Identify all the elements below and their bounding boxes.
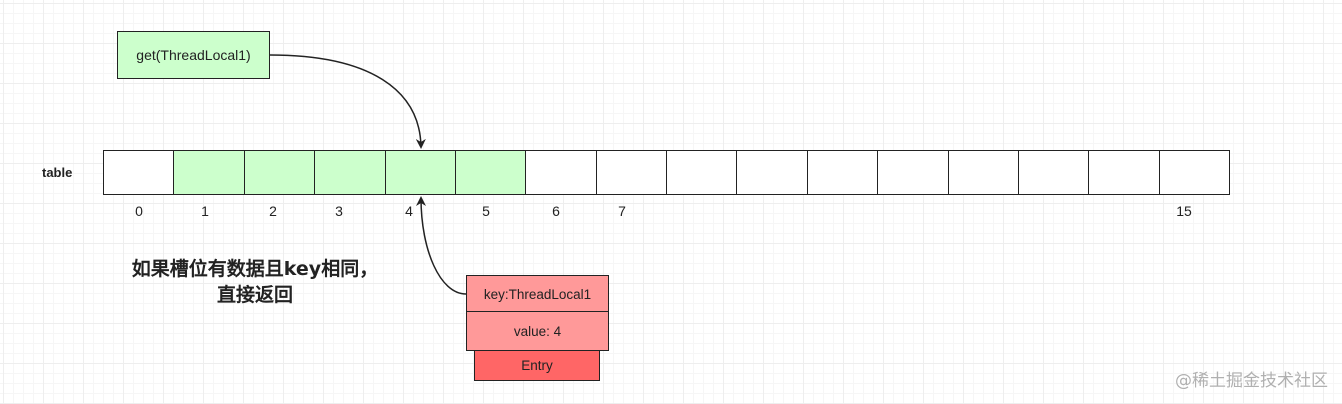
table-array bbox=[103, 150, 1230, 195]
entry-name-label: Entry bbox=[521, 358, 553, 373]
table-slot-13 bbox=[1018, 151, 1090, 194]
table-slot-3 bbox=[315, 151, 386, 194]
note-line-1: 如果槽位有数据且key相同， bbox=[131, 258, 379, 280]
index-label-4: 4 bbox=[405, 203, 413, 219]
table-slot-2 bbox=[244, 151, 316, 194]
table-slot-7 bbox=[596, 151, 667, 194]
entry-value-label: value: 4 bbox=[513, 323, 562, 339]
entry-key-label: key:ThreadLocal1 bbox=[483, 286, 592, 302]
index-label-15: 15 bbox=[1176, 203, 1192, 219]
index-label-7: 7 bbox=[618, 203, 626, 219]
entry-value-field: value: 4 bbox=[466, 311, 609, 351]
lookup-arrow bbox=[269, 54, 426, 149]
entry-arrow bbox=[416, 196, 467, 295]
note-line-2: 直接返回 bbox=[216, 284, 293, 306]
table-slot-5 bbox=[455, 151, 527, 194]
table-slot-1 bbox=[174, 151, 245, 194]
table-slot-0 bbox=[104, 151, 175, 194]
entry-key-field: key:ThreadLocal1 bbox=[466, 275, 609, 313]
table-slot-8 bbox=[667, 151, 738, 194]
table-slot-11 bbox=[878, 151, 949, 194]
index-label-5: 5 bbox=[482, 203, 490, 219]
table-slot-10 bbox=[807, 151, 879, 194]
table-slot-15 bbox=[1159, 151, 1229, 194]
table-label: table bbox=[42, 165, 73, 180]
get-call-box: get(ThreadLocal1) bbox=[117, 31, 270, 79]
index-label-6: 6 bbox=[552, 203, 560, 219]
index-label-1: 1 bbox=[201, 203, 209, 219]
note-text: 如果槽位有数据且key相同， 直接返回 bbox=[115, 256, 395, 308]
entry-name-box: Entry bbox=[474, 350, 600, 381]
table-slot-14 bbox=[1089, 151, 1160, 194]
table-slot-9 bbox=[737, 151, 808, 194]
index-label-2: 2 bbox=[269, 203, 277, 219]
table-slot-4 bbox=[385, 151, 456, 194]
table-slot-6 bbox=[526, 151, 597, 194]
get-call-label: get(ThreadLocal1) bbox=[136, 47, 251, 63]
watermark: @稀土掘金技术社区 bbox=[1175, 371, 1328, 391]
index-label-3: 3 bbox=[335, 203, 343, 219]
index-label-0: 0 bbox=[135, 203, 143, 219]
table-slot-12 bbox=[948, 151, 1019, 194]
